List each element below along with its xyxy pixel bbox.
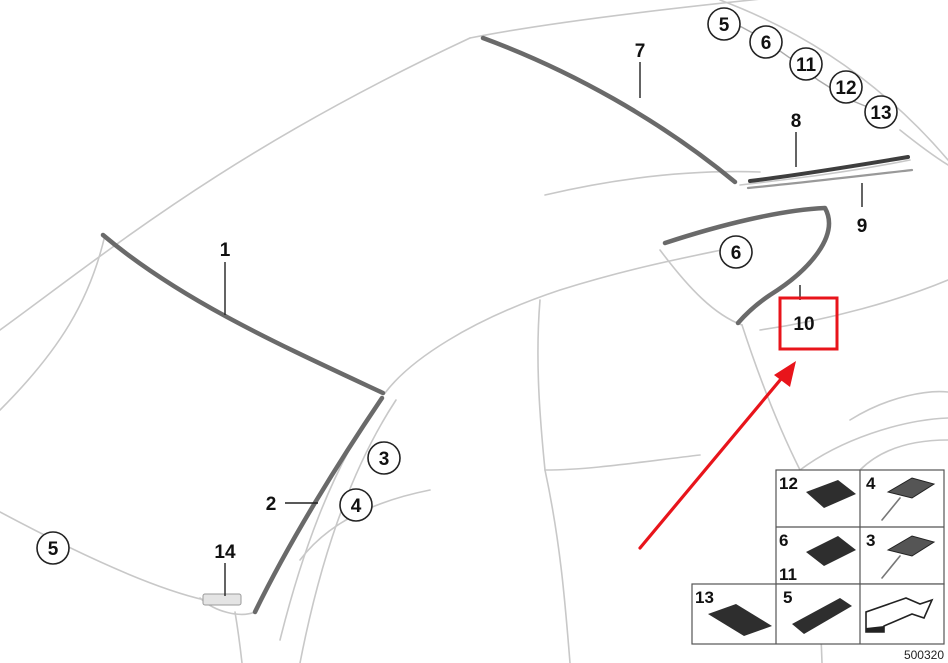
table-cell-11: 11 (779, 565, 797, 584)
callout-6-top: 6 (761, 33, 772, 54)
highlight-box (778, 296, 839, 351)
part-7-roof-seal (480, 35, 738, 185)
part-8-roof-strip (748, 155, 910, 183)
callout-13: 13 (870, 103, 891, 124)
pad-6-icon (806, 536, 856, 566)
plain-callouts: 1 2 7 8 9 14 (214, 41, 867, 563)
callout-1: 1 (220, 240, 231, 261)
table-cell-3: 3 (866, 531, 875, 550)
table-cell-4: 4 (866, 474, 876, 493)
pad-12-icon (806, 480, 856, 508)
callout-3: 3 (379, 449, 390, 470)
parts (100, 35, 914, 615)
clip-4-icon (886, 477, 936, 499)
callout-5-left: 5 (48, 539, 59, 560)
callout-11: 11 (796, 55, 817, 76)
part-1-windshield-seal (100, 232, 386, 396)
clip-3-icon (886, 535, 936, 557)
part-14-sensor (202, 593, 242, 606)
circled-callouts: 3 4 5 6 5 6 11 12 13 (36, 7, 898, 565)
callout-12: 12 (835, 78, 856, 99)
parts-table: 12 4 6 11 3 13 5 (691, 469, 945, 645)
red-arrow (638, 361, 796, 550)
part-9-roof-strip-lower (746, 168, 914, 190)
callout-10: 10 (793, 314, 814, 335)
part-2-a-pillar-trim (252, 395, 385, 615)
callout-14: 14 (214, 542, 236, 563)
callout-6-window: 6 (731, 243, 742, 264)
callout-7: 7 (635, 41, 646, 62)
table-cell-6: 6 (779, 531, 788, 550)
reference-number: 500320 (904, 648, 944, 662)
callout-8: 8 (791, 111, 802, 132)
callout-5-top: 5 (719, 15, 730, 36)
strip-13-icon (708, 604, 772, 636)
callout-4: 4 (351, 496, 362, 517)
part-6-window-seal (662, 205, 832, 326)
callout-2: 2 (266, 494, 277, 515)
highlighted-callout[interactable]: 10 (778, 296, 839, 351)
strip-5-icon (792, 598, 852, 634)
table-cell-12: 12 (779, 474, 798, 493)
table-cell-5: 5 (783, 588, 792, 607)
table-cell-13: 13 (695, 588, 714, 607)
callout-9: 9 (857, 216, 868, 237)
